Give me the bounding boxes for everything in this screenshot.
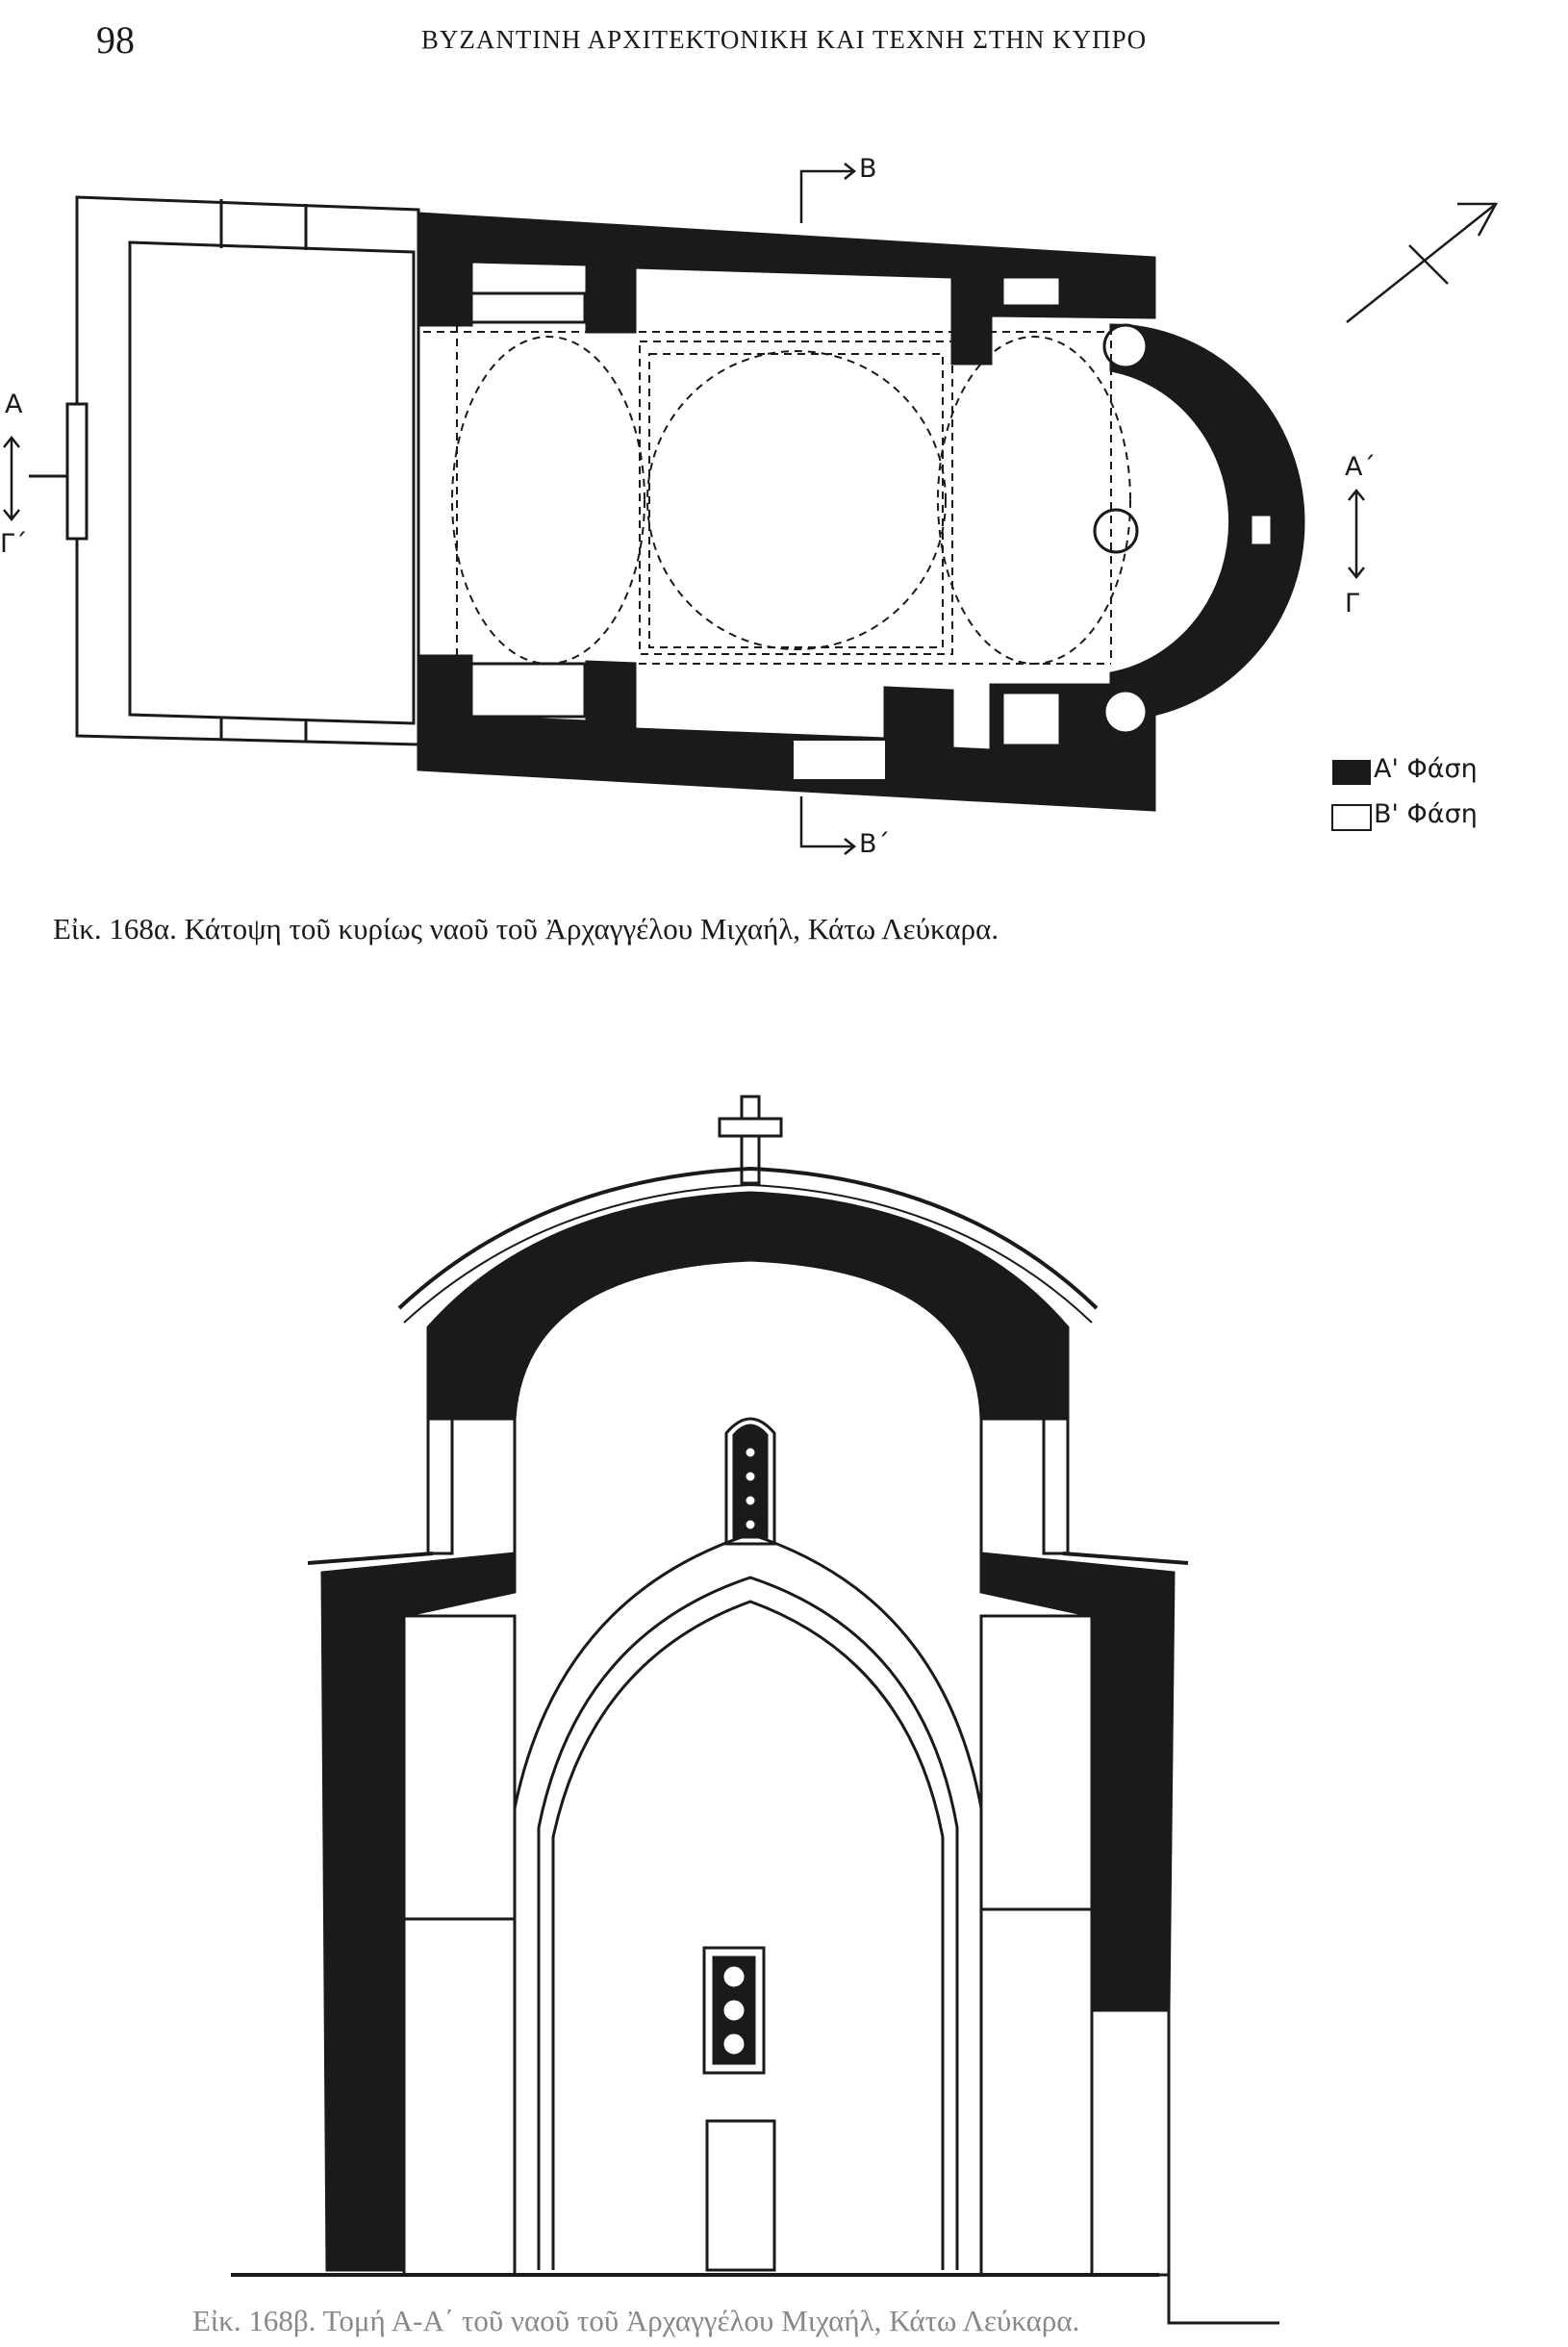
section-label-g: Γ: [1345, 589, 1360, 618]
section-arrow-a-prime: [1348, 488, 1365, 580]
upper-window: [724, 1417, 776, 1546]
figure-caption-plan: Εἰκ. 168α. Κάτοψη τοῦ κυρίως ναοῦ τοῦ Ἀρ…: [53, 912, 999, 946]
lower-window: [702, 1946, 766, 2075]
section-label-a: Α: [5, 390, 23, 419]
apse: [1109, 323, 1305, 721]
section-label-a-prime: Α΄: [1345, 452, 1376, 482]
floor-plan: [3, 163, 1499, 855]
south-wall: [417, 654, 1156, 812]
cross: [718, 1095, 783, 1185]
section-label-b: Β: [859, 154, 877, 184]
page-number: 98: [96, 18, 135, 62]
section-arrow-a: [3, 435, 20, 522]
figure-caption-elevation: Εἰκ. 168β. Τομή Α-Α΄ τοῦ ναοῦ τοῦ Ἀρχαγγ…: [192, 2304, 1080, 2337]
legend-label-phase-b: Β' Φάση: [1374, 799, 1478, 829]
running-title: ΒΥΖΑΝΤΙΝΗ ΑΡΧΙΤΕΚΤΟΝΙΚΗ ΚΑΙ ΤΕΧΝΗ ΣΤΗΝ Κ…: [420, 25, 1148, 54]
north-arrow: [1346, 202, 1499, 323]
legend-swatch-phase-a: [1332, 760, 1371, 785]
section-arrow-b: [799, 163, 857, 223]
narthex-inner: [128, 240, 416, 725]
section-label-g-prime: Γ΄: [0, 529, 28, 559]
door: [705, 2119, 776, 2272]
section-label-b-prime: Β΄: [859, 829, 891, 859]
elevation-drawing: [231, 1095, 1279, 2325]
section-arrow-b-prime: [799, 796, 857, 855]
legend-swatch-phase-b: [1331, 804, 1372, 831]
legend-label-phase-a: Α' Φάση: [1374, 754, 1478, 784]
